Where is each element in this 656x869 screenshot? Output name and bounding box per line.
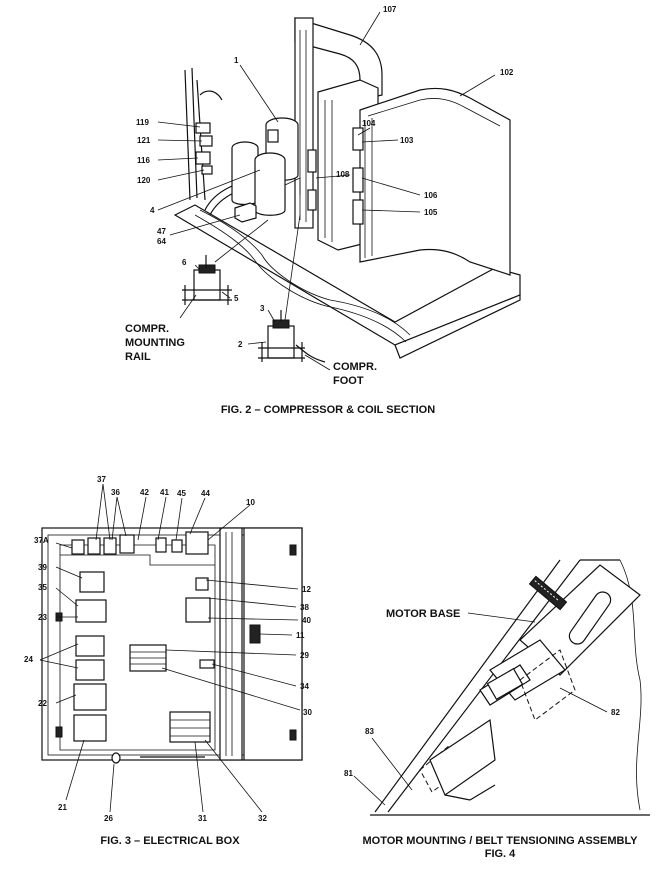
callout-10: 10 — [246, 498, 255, 507]
label-motor-base: MOTOR BASE — [386, 608, 460, 620]
callout-5: 5 — [234, 294, 239, 303]
callout-106: 106 — [424, 191, 438, 200]
callout-31: 31 — [198, 814, 207, 823]
callout-36: 36 — [111, 488, 120, 497]
callout-3: 3 — [260, 304, 265, 313]
fig4-drawing: MOTOR BASE 82 83 81 MOTOR MOUNTING / BEL… — [344, 559, 650, 860]
callout-26: 26 — [104, 814, 113, 823]
callout-2: 2 — [238, 340, 243, 349]
callout-108: 108 — [336, 170, 350, 179]
callout-6: 6 — [182, 258, 187, 267]
fig3-caption: FIG. 3 – ELECTRICAL BOX — [100, 835, 240, 847]
callout-32: 32 — [258, 814, 267, 823]
compressor-rail-detail — [182, 255, 232, 305]
callout-12: 12 — [302, 585, 311, 594]
callout-35: 35 — [38, 583, 47, 592]
fig3-drawing: 37 36 42 41 45 44 10 37A 39 35 23 24 22 … — [24, 475, 312, 847]
label-compr-foot-2: FOOT — [333, 375, 364, 387]
callout-37a: 37A — [34, 536, 49, 545]
callout-47: 47 — [157, 227, 166, 236]
label-compr-foot-1: COMPR. — [333, 361, 377, 373]
callout-42: 42 — [140, 488, 149, 497]
callout-29: 29 — [300, 651, 309, 660]
callout-22: 22 — [38, 699, 47, 708]
callout-1: 1 — [234, 56, 239, 65]
callout-24: 24 — [24, 655, 33, 664]
callout-103: 103 — [400, 136, 414, 145]
callout-37: 37 — [97, 475, 106, 484]
callout-30: 30 — [303, 708, 312, 717]
compressor-foot-detail — [258, 310, 326, 363]
callout-39: 39 — [38, 563, 47, 572]
callout-102: 102 — [500, 68, 514, 77]
front-coil — [359, 87, 511, 276]
label-compr-rail-3: RAIL — [125, 351, 151, 363]
callout-38: 38 — [300, 603, 309, 612]
callout-121: 121 — [137, 136, 151, 145]
callout-21: 21 — [58, 803, 67, 812]
fig3-callouts: 37 36 42 41 45 44 10 37A 39 35 23 24 22 … — [24, 475, 312, 823]
callout-4: 4 — [150, 206, 155, 215]
callout-120: 120 — [137, 176, 151, 185]
callout-34: 34 — [300, 682, 309, 691]
callout-119: 119 — [136, 118, 149, 127]
callout-23: 23 — [38, 613, 47, 622]
callout-116: 116 — [137, 156, 150, 165]
callout-83: 83 — [365, 727, 374, 736]
label-compr-rail-1: COMPR. — [125, 323, 169, 335]
callout-64: 64 — [157, 237, 166, 246]
callout-105: 105 — [424, 208, 438, 217]
fig4-caption-line2: FIG. 4 — [485, 848, 516, 860]
fig2-drawing: 107 102 1 119 121 116 120 4 47 64 104 10… — [125, 5, 521, 416]
callout-82: 82 — [611, 708, 620, 717]
fig2-leaders — [157, 11, 496, 371]
callout-81: 81 — [344, 769, 353, 778]
callout-40: 40 — [302, 616, 311, 625]
fig3-leaders — [39, 483, 301, 813]
callout-44: 44 — [201, 489, 210, 498]
callout-107: 107 — [383, 5, 397, 14]
label-compr-rail-2: MOUNTING — [125, 337, 185, 349]
callout-11: 11 — [296, 631, 305, 640]
callout-41: 41 — [160, 488, 169, 497]
callout-104: 104 — [362, 119, 376, 128]
fig2-caption: FIG. 2 – COMPRESSOR & COIL SECTION — [221, 404, 435, 416]
fig2-callouts: 107 102 1 119 121 116 120 4 47 64 104 10… — [136, 5, 514, 349]
fig4-caption-line1: MOTOR MOUNTING / BELT TENSIONING ASSEMBL… — [362, 835, 638, 847]
callout-45: 45 — [177, 489, 186, 498]
